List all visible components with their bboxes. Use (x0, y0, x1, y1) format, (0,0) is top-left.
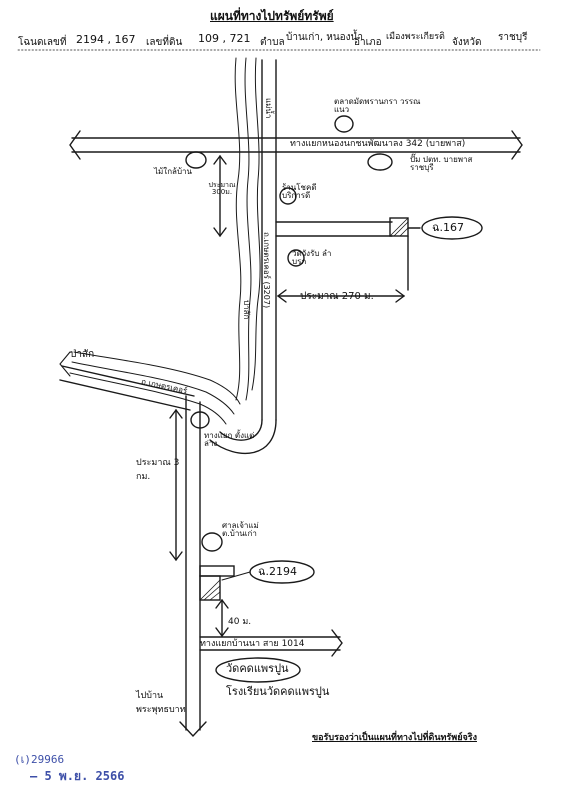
police-office-label: ตลาดมัดพรานกรา วรรณแนว (334, 97, 421, 114)
river-side-label-2: ป่าสัก (70, 349, 95, 360)
plot-167-marker (421, 216, 483, 240)
shop-label: ร้านโชคดี บริการดี (282, 183, 317, 200)
junction-circle (190, 411, 210, 429)
province-label: จังหวัด (452, 37, 482, 48)
document-title: แผนที่ทางไปทรัพย์ทรัพย์ (210, 9, 334, 23)
land-number-label: เลขที่ดิน (146, 37, 183, 48)
temple-mark-circle (287, 249, 305, 267)
junction-label: ทางแยก ตั้งแต่ล่าง (204, 431, 255, 448)
road-3207 (209, 59, 277, 455)
district-value: เมืองพระเกียรติ (386, 32, 445, 42)
police-circle (334, 115, 354, 133)
road-1014 (199, 629, 343, 657)
temple-mark-label: วัดวังรับ ลำบรก (292, 249, 332, 266)
tree-label: ไม้ใกล้บ้าน (154, 167, 192, 176)
river-name: แม่น้ำ (264, 98, 273, 119)
plot-167-box (389, 217, 409, 237)
dimension-3km (169, 408, 183, 562)
shop-circle (279, 187, 297, 205)
dimension-40m (215, 598, 229, 638)
road-1014-label: ทางแยกบ้านนา สาย 1014 (200, 639, 305, 649)
land-number: 109 , 721 (198, 32, 251, 45)
plot-2194-label: ฉ.2194 (258, 565, 297, 578)
plot-167-label: ฉ.167 (432, 221, 464, 234)
dist-40m-label: 40 ม. (228, 617, 252, 627)
deed-label: โฉนดเลขที่ (18, 37, 67, 48)
plot-2194-marker (249, 560, 315, 584)
school-circle (201, 532, 223, 552)
road-3207-label: ถ.เกษตรเคอร์ (3207) (262, 232, 271, 309)
river-side-label: ป่าสัก (242, 300, 251, 320)
plot-2194-box (199, 575, 221, 601)
tree-circle (185, 151, 207, 169)
dist-270m-label: ประมาณ 270 ม. (300, 291, 374, 302)
certification-text: ขอรับรองว่าเป็นแผนที่ทางไปที่ดินทรัพย์จร… (312, 733, 477, 743)
stamp-date: – 5 พ.ย. 2566 (30, 769, 125, 783)
stamp-code: (เ)29966 (14, 753, 65, 766)
subdistrict-value: บ้านเก่า, หนองน้ำ (286, 32, 364, 43)
highway-342-label: ทางแยกหนองนกชนพัฒนาลง 342 (บายพาส) (290, 139, 466, 149)
temple-bottom-label: วัดคดแพรปูน (226, 662, 289, 675)
school-bottom-label: โรงเรียนวัดคดแพรปูน (226, 685, 330, 698)
plot-167-road (275, 221, 409, 291)
province-value: ราชบุรี (498, 32, 528, 43)
road-left (59, 351, 195, 411)
temple-bottom-oval (215, 657, 301, 683)
school-building (199, 565, 235, 577)
dist-300m-label: ประมาณ 300ม. (208, 181, 236, 196)
dimension-270m (276, 289, 406, 303)
dist-3km-label: ประมาณ 3 กม. (136, 458, 180, 483)
district-label: อำเภอ (354, 37, 382, 48)
gas-circle (367, 153, 393, 171)
river (69, 57, 261, 425)
gas-station-label: ปั๊ม ปตท. บายพาสราชบุรี (410, 155, 473, 172)
school-label: ศาลเจ้าแม่ ต.บ้านเก่า (222, 521, 259, 538)
highway-342 (69, 130, 523, 160)
dimension-300m (213, 154, 227, 238)
deed-number: 2194 , 167 (76, 33, 136, 46)
to-village-label: ไปบ้าน พระพุทธบาท (136, 691, 186, 715)
subdistrict-label: ตำบล (260, 37, 285, 48)
